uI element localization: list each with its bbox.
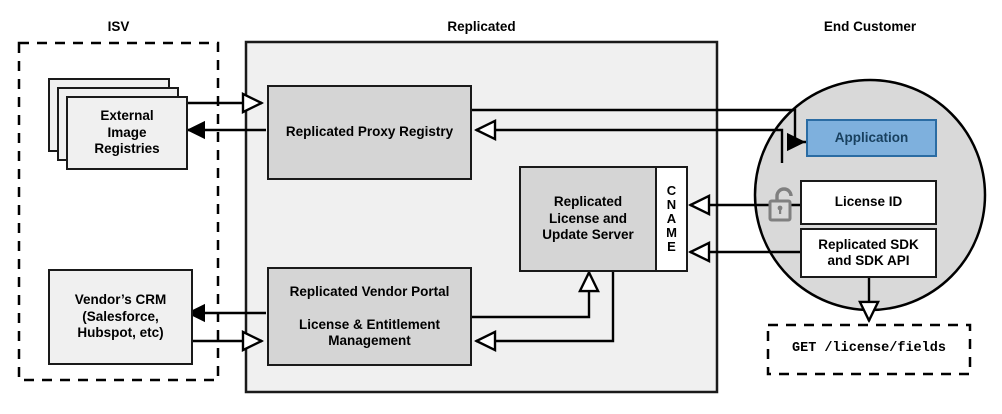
replicated-proxy-registry-node[interactable]: Replicated Proxy Registry [267, 85, 472, 180]
cname-letter: N [666, 196, 677, 212]
end-customer-zone-title: End Customer [823, 19, 917, 34]
external-image-registries-node[interactable]: External Image Registries [66, 96, 188, 170]
replicated-sdk-node[interactable]: Replicated SDK and SDK API [800, 228, 937, 278]
license-id-node[interactable]: License ID [800, 180, 937, 225]
application-node[interactable]: Application [806, 119, 937, 157]
replicated-license-update-server-node[interactable]: Replicated License and Update Server [519, 166, 657, 272]
isv-zone-box [17, 41, 220, 382]
replicated-vendor-portal-node[interactable]: Replicated Vendor Portal License & Entit… [267, 267, 472, 366]
vendors-crm-node[interactable]: Vendor’s CRM (Salesforce, Hubspot, etc) [48, 269, 193, 365]
isv-zone-title: ISV [107, 19, 130, 34]
replicated-zone-title: Replicated [447, 19, 516, 34]
edge-licenseserver-to-vendorportal [476, 272, 615, 341]
edge-vendorportal-to-licenseserver [470, 272, 589, 319]
edge-customer-to-proxy [476, 130, 784, 163]
edge-proxy-to-application [470, 108, 806, 152]
cname-letter: C [666, 182, 677, 198]
api-request-label: GET /license/fields [792, 341, 946, 357]
api-request-box [766, 323, 972, 376]
cname-letter: A [666, 210, 677, 226]
cname-letter: E [667, 239, 676, 255]
external-image-registries-stack: External Image Registries [48, 78, 188, 170]
unlocked-padlock-icon [768, 187, 793, 222]
cname-letter: M [666, 225, 677, 241]
cname-strip[interactable]: C N A M E [655, 166, 688, 272]
